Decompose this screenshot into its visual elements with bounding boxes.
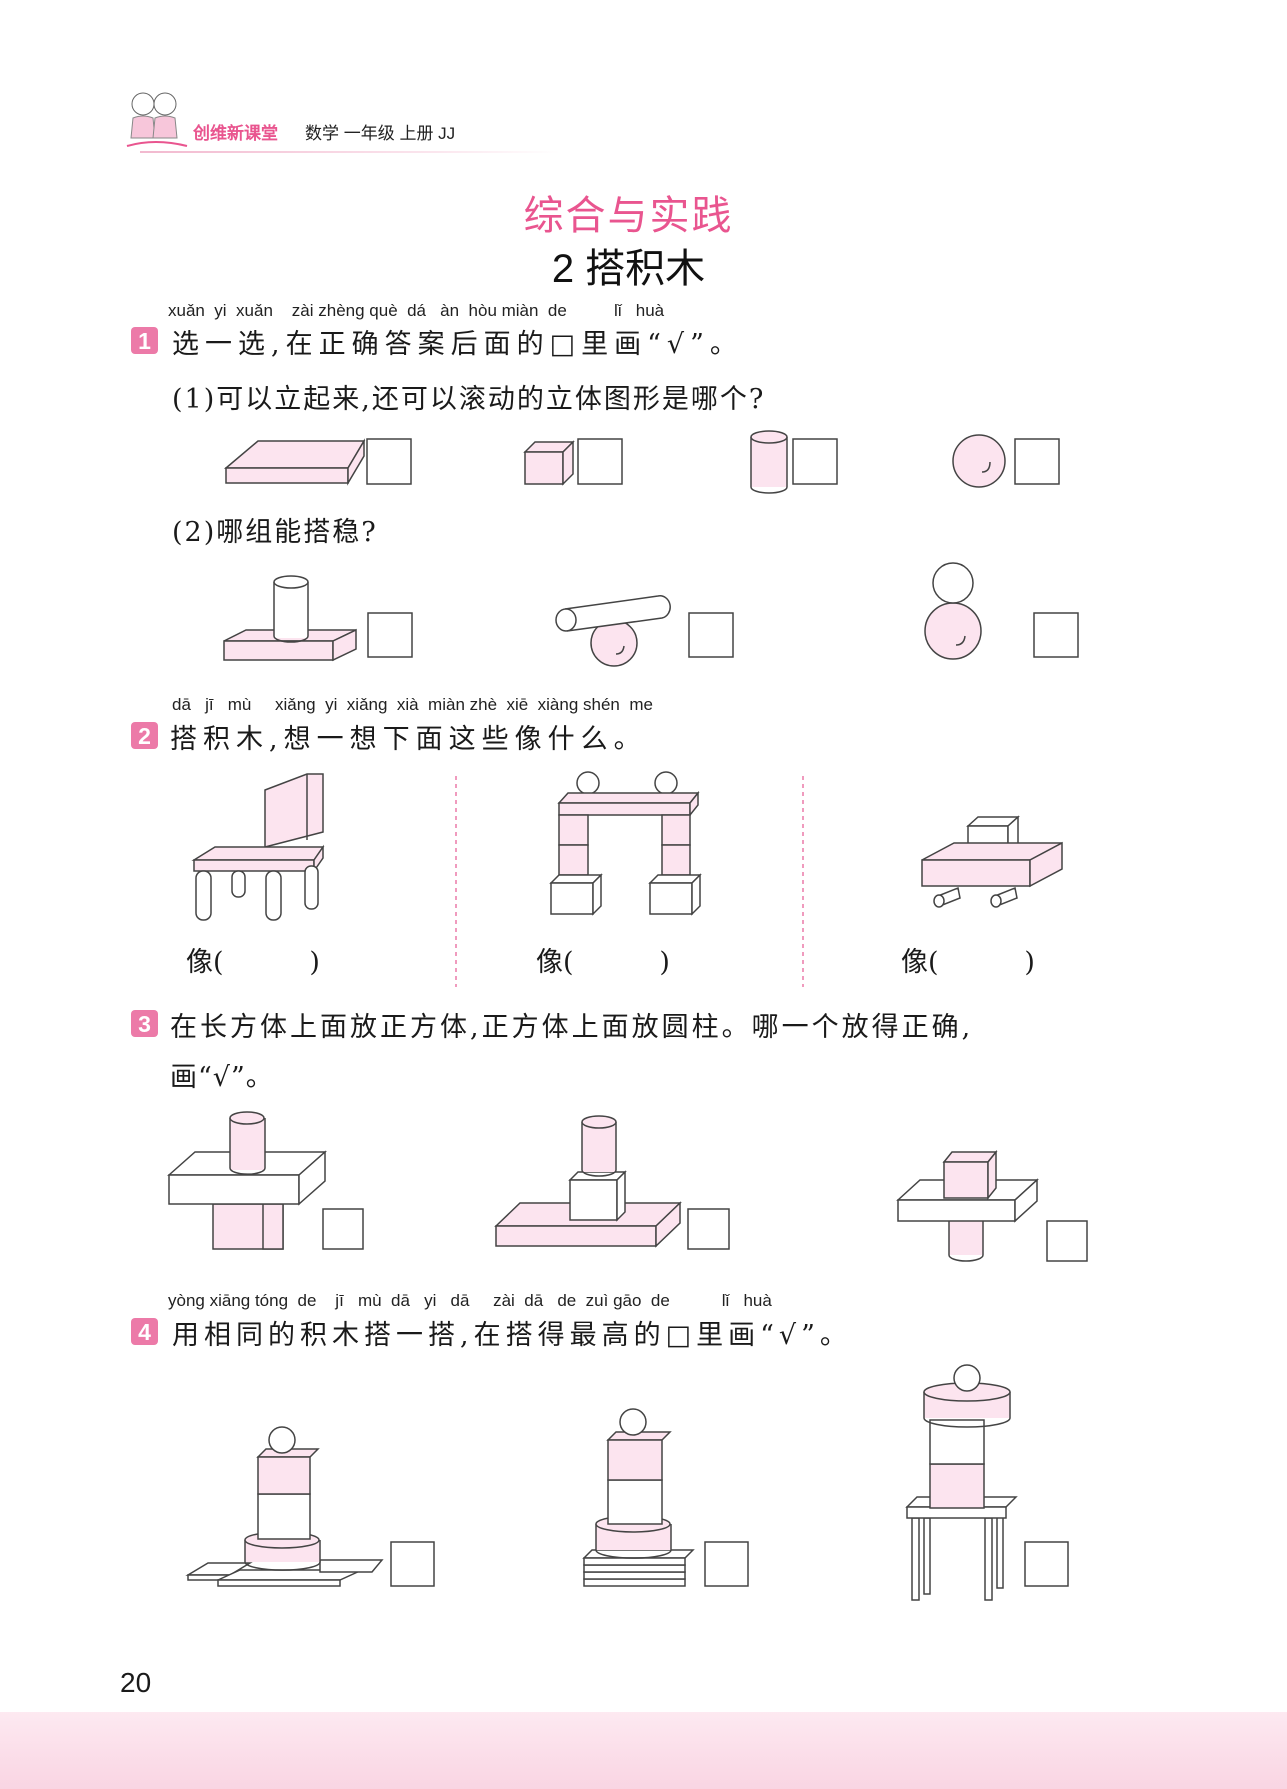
book-info: 数学 一年级 上册 JJ: [305, 124, 456, 143]
sphere-on-sphere-figure: [924, 562, 982, 660]
stack-figure-3: [896, 1149, 1039, 1262]
chair-figure: [191, 773, 325, 921]
checkbox-q4-3[interactable]: [1024, 1541, 1069, 1587]
q2-pinyin: dā jī mù xiǎng yi xiǎng xià miàn zhè xiē…: [172, 695, 653, 714]
checkbox-q3-1[interactable]: [322, 1208, 364, 1250]
footer-band: [0, 1712, 1287, 1789]
tower-figure-3: [905, 1364, 1018, 1601]
stack-figure-1: [167, 1111, 327, 1250]
checkbox-q4-2[interactable]: [704, 1541, 749, 1587]
checkbox-q3-2[interactable]: [687, 1208, 730, 1250]
q1-text: 选一选,在正确答案后面的□里画“√”。: [172, 329, 743, 360]
car-figure: [921, 815, 1063, 908]
checkbox-cuboid[interactable]: [366, 438, 412, 485]
q2-text: 搭积木,想一想下面这些像什么。: [170, 724, 647, 755]
q1-badge: 1: [131, 327, 158, 354]
q4-text: 用相同的积木搭一搭,在搭得最高的□里画“√”。: [172, 1320, 852, 1351]
cuboid-flat-figure: [223, 438, 366, 486]
answer-blank-3[interactable]: 像( ): [901, 947, 1035, 978]
mascot-logo: [125, 88, 189, 150]
header-divider: [140, 151, 560, 153]
checkbox-q3-3[interactable]: [1046, 1220, 1088, 1262]
checkbox-stack-2[interactable]: [688, 612, 734, 658]
q3-text: 在长方体上面放正方体,正方体上面放圆柱。哪一个放得正确,: [170, 1012, 974, 1043]
checkbox-stack-1[interactable]: [367, 612, 413, 658]
cube-figure: [523, 440, 575, 486]
answer-blank-2[interactable]: 像( ): [536, 947, 670, 978]
q2-badge: 2: [131, 722, 158, 749]
q3-badge: 3: [131, 1010, 158, 1037]
q1-pinyin: xuǎn yi xuǎn zài zhèng què dá àn hòu mià…: [168, 301, 665, 320]
cylinder-on-cuboid-figure: [223, 575, 357, 662]
sphere-figure: [952, 434, 1006, 488]
cylinder-on-sphere-figure: [555, 595, 671, 667]
tower-figure-2: [582, 1408, 695, 1587]
cylinder-figure: [750, 430, 788, 494]
stack-figure-2: [494, 1115, 682, 1248]
page-number: 20: [120, 1667, 152, 1698]
checkbox-q4-1[interactable]: [390, 1541, 435, 1587]
q1-sub1: (1)可以立起来,还可以滚动的立体图形是哪个?: [172, 384, 766, 415]
tower-figure-1: [185, 1426, 384, 1587]
q4-badge: 4: [131, 1318, 158, 1345]
checkbox-cube[interactable]: [577, 438, 623, 485]
q1-sub2: (2)哪组能搭稳?: [172, 517, 378, 548]
arch-figure: [549, 771, 702, 916]
checkbox-cylinder[interactable]: [792, 438, 838, 485]
lesson-title: 2 搭积木: [551, 247, 706, 291]
checkbox-sphere[interactable]: [1014, 438, 1060, 485]
q3-text-line2: 画“√”。: [170, 1062, 274, 1093]
section-title: 综合与实践: [523, 194, 734, 238]
brand-name: 创维新课堂: [193, 124, 278, 143]
answer-blank-1[interactable]: 像( ): [186, 947, 320, 978]
q4-pinyin: yòng xiāng tóng de jī mù dā yi dā zài dā…: [168, 1291, 772, 1310]
checkbox-stack-3[interactable]: [1033, 612, 1079, 658]
